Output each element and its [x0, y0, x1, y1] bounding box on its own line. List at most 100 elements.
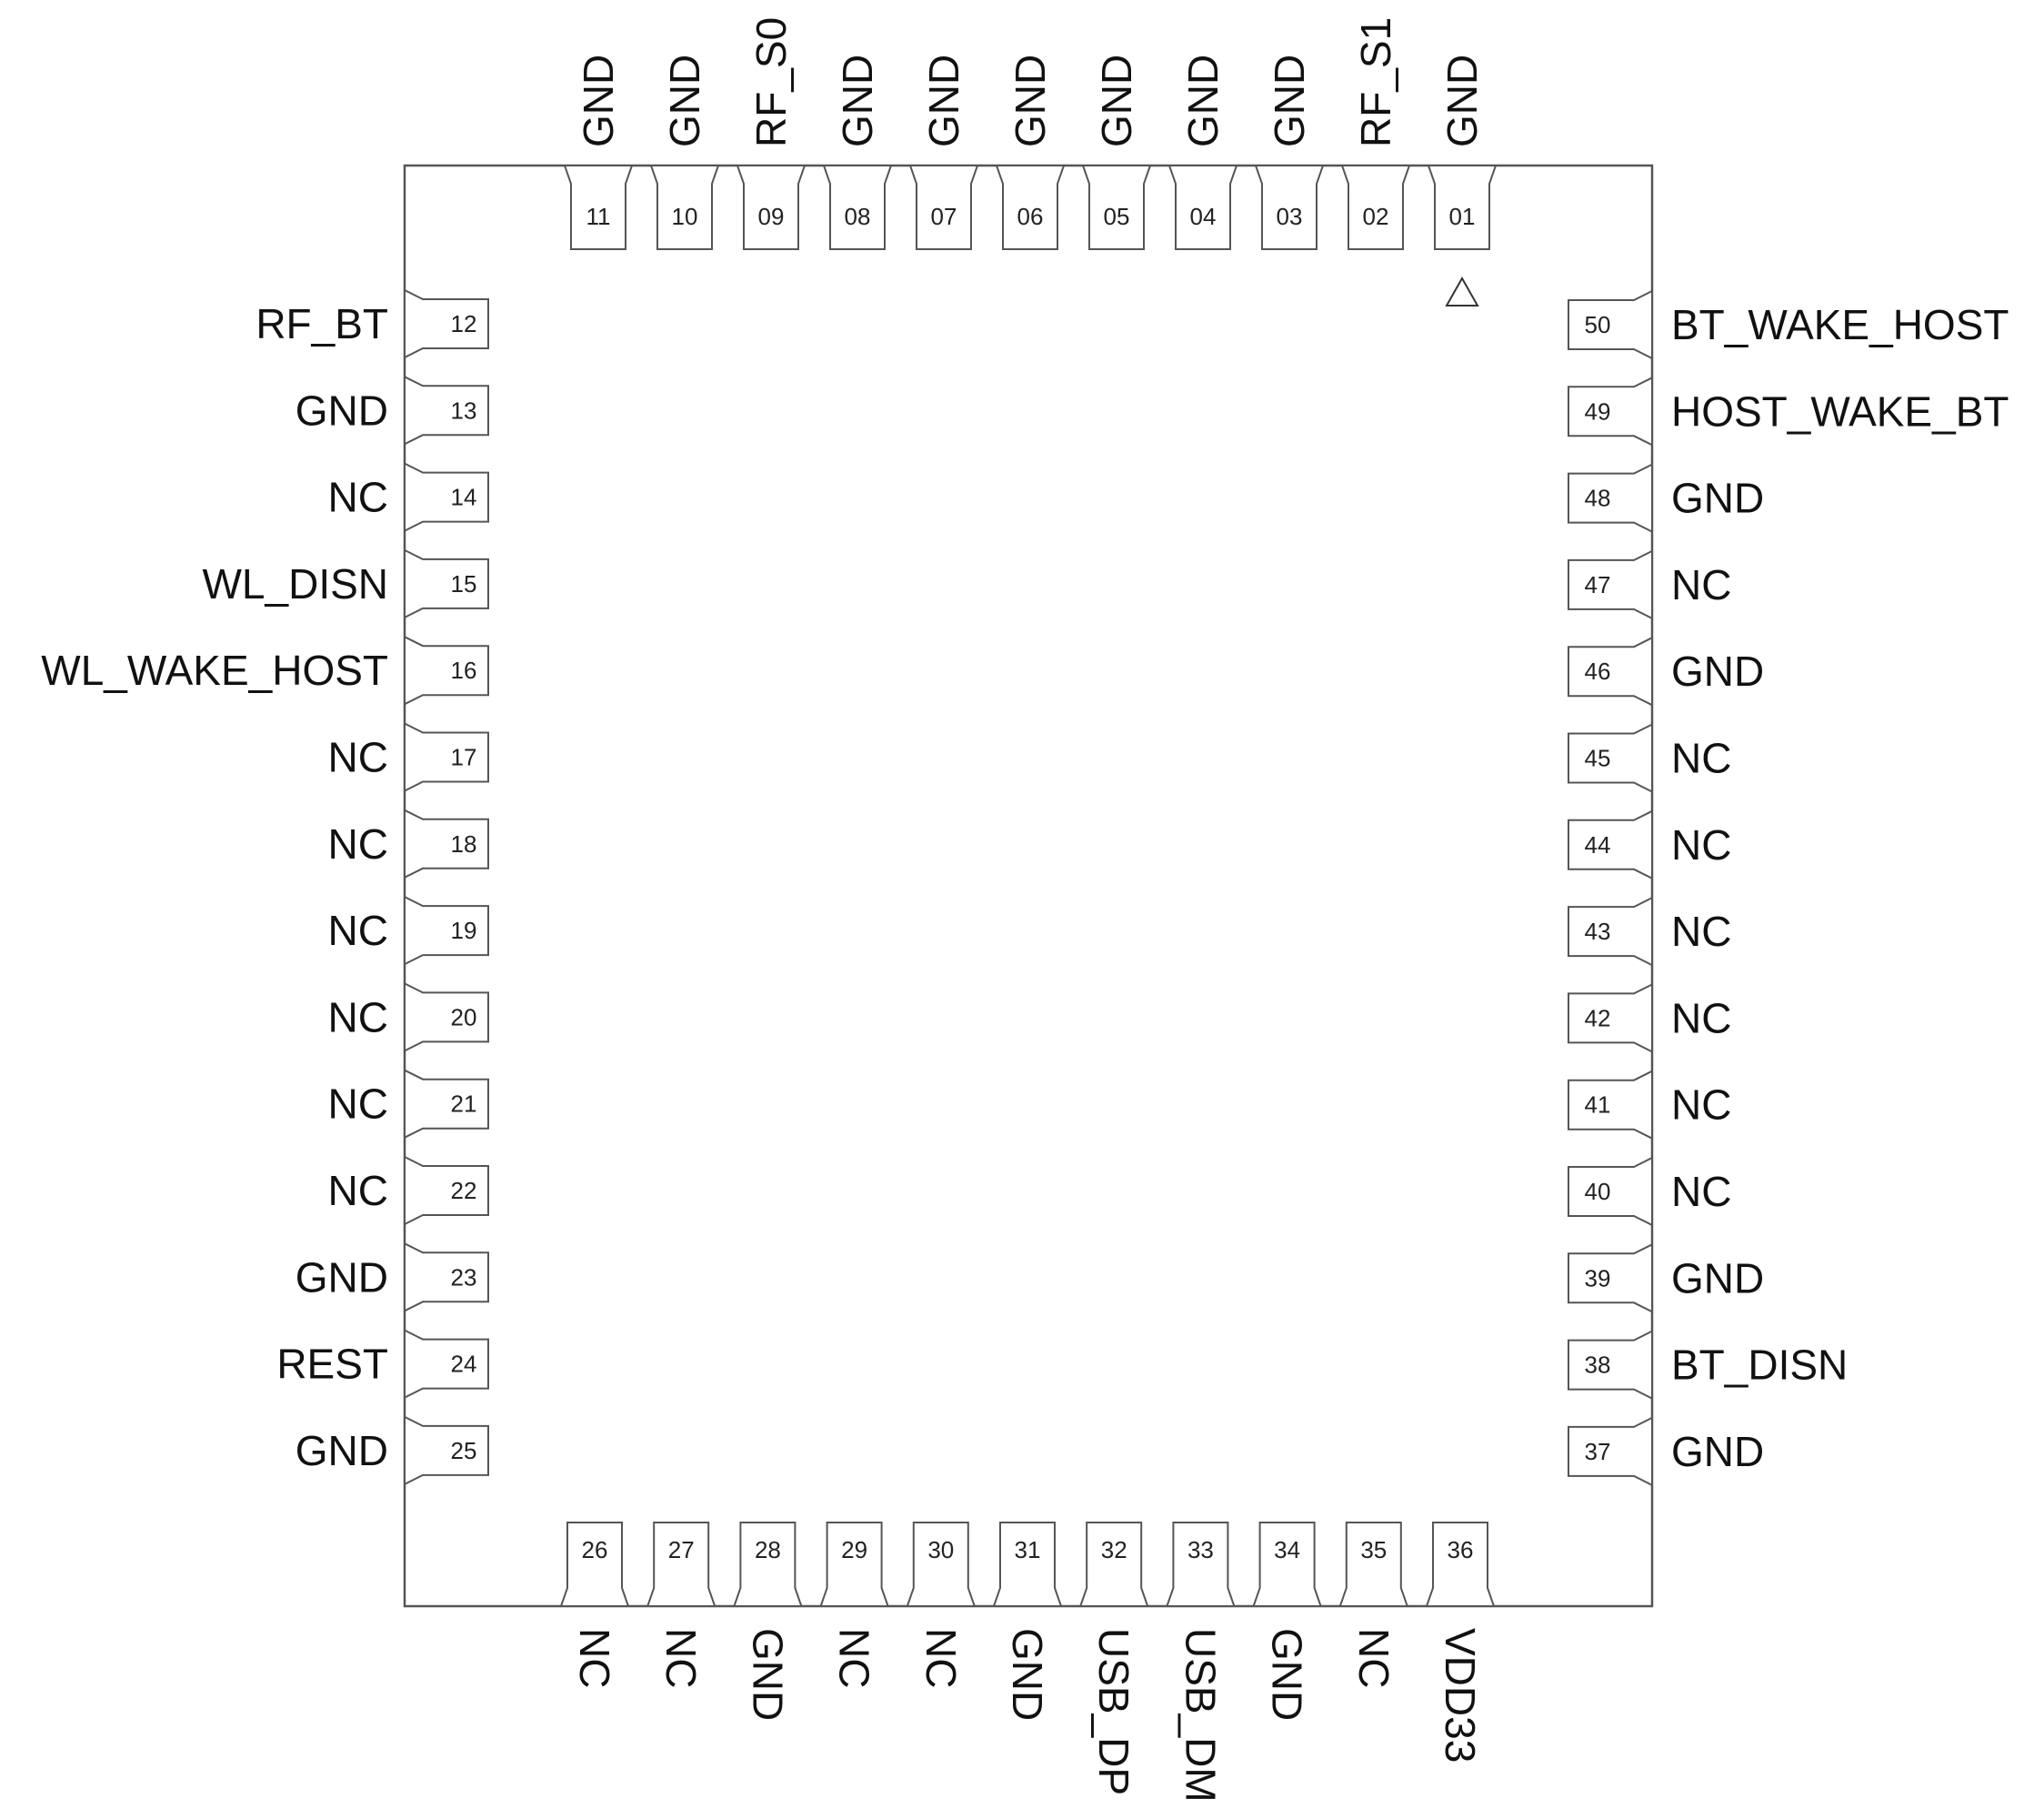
pin-number: 25 — [451, 1437, 477, 1464]
pin-number: 41 — [1585, 1091, 1611, 1119]
pin-number: 45 — [1585, 745, 1611, 772]
pin-number: 21 — [451, 1090, 477, 1118]
pin-number: 47 — [1585, 571, 1611, 598]
pin-number: 09 — [758, 203, 785, 230]
pin-pad — [992, 1522, 1063, 1607]
pin-label: BT_WAKE_HOST — [1671, 301, 2009, 348]
pin-pad — [736, 165, 807, 250]
pin-label: NC — [917, 1628, 965, 1688]
pin-label: VDD33 — [1437, 1628, 1484, 1763]
pin-pad — [1568, 1416, 1653, 1487]
pin-label: GND — [920, 55, 967, 147]
pin-number: 39 — [1585, 1264, 1611, 1291]
pin-pad — [1568, 809, 1653, 880]
pin-41: 41 NC — [1568, 1070, 1731, 1141]
pin-number: 36 — [1448, 1536, 1474, 1563]
pin-pad — [404, 1328, 489, 1400]
pin-pad — [404, 635, 489, 706]
pin-number: 23 — [451, 1263, 477, 1291]
pin-number: 20 — [451, 1003, 477, 1030]
pin-label: GND — [1004, 1628, 1051, 1721]
pin-label: NC — [1671, 821, 1731, 869]
pin-label: NC — [1671, 1081, 1731, 1129]
pin-label: USB_DM — [1177, 1628, 1224, 1803]
pin-pad — [404, 548, 489, 619]
pin-label: GND — [1438, 55, 1486, 147]
pin-label: GND — [575, 55, 622, 147]
pin-number: 43 — [1585, 918, 1611, 945]
pin-number: 44 — [1585, 831, 1611, 859]
pin-number: 03 — [1277, 203, 1303, 230]
pin-number: 04 — [1190, 203, 1217, 230]
pin-number: 34 — [1274, 1536, 1300, 1563]
pin-pad — [1568, 549, 1653, 620]
pin-label: HOST_WAKE_BT — [1671, 387, 2009, 435]
pin-pad — [1568, 1156, 1653, 1227]
pin-pad — [995, 165, 1066, 250]
pin-number: 11 — [586, 203, 611, 230]
pin-number: 22 — [451, 1177, 477, 1204]
pin-label: WL_WAKE_HOST — [41, 647, 388, 694]
pin-label: NC — [1350, 1628, 1398, 1688]
module-outline — [403, 164, 1654, 1608]
pin-pad — [1568, 1242, 1653, 1313]
pin-label: NC — [328, 1167, 388, 1214]
pin-37: 37 GND — [1568, 1416, 1764, 1487]
pin-number: 29 — [841, 1536, 867, 1563]
pin-pad — [646, 1522, 716, 1607]
pin-45: 45 NC — [1568, 722, 1731, 794]
pin-pad — [1078, 1522, 1149, 1607]
pin-pad — [404, 1155, 489, 1226]
pin-number: 49 — [1585, 397, 1611, 425]
pin-label: GND — [1671, 1428, 1764, 1475]
pin-label: NC — [657, 1628, 705, 1688]
pin-number: 08 — [845, 203, 871, 230]
pin-number: 14 — [451, 484, 477, 511]
pin-number: 48 — [1585, 485, 1611, 512]
pin-label: NC — [1671, 735, 1731, 782]
pin-label: GND — [296, 387, 388, 434]
pin-number: 42 — [1585, 1004, 1611, 1031]
pin-label: GND — [1093, 55, 1140, 147]
pin-pad — [404, 1241, 489, 1312]
pin-pad — [822, 165, 893, 250]
pin-label: GND — [1671, 1254, 1764, 1301]
pin-02: 02 RF_S1 — [1340, 17, 1411, 250]
pin-number: 16 — [451, 657, 477, 684]
pin-label: GND — [296, 1253, 388, 1301]
pin-pad — [1568, 722, 1653, 794]
pin-pad — [1167, 165, 1238, 250]
pin-label: GND — [661, 55, 708, 147]
pin-label: GND — [1671, 648, 1764, 695]
pin-pad — [1427, 165, 1498, 250]
pin-number: 02 — [1363, 203, 1389, 230]
pin-pad — [404, 288, 489, 359]
pin-number: 06 — [1017, 203, 1044, 230]
pin-number: 37 — [1585, 1438, 1611, 1465]
pin-pad — [404, 461, 489, 533]
pin-label: GND — [1266, 55, 1313, 147]
pin-number: 24 — [451, 1351, 477, 1378]
pin-label: RF_S1 — [1352, 17, 1399, 147]
